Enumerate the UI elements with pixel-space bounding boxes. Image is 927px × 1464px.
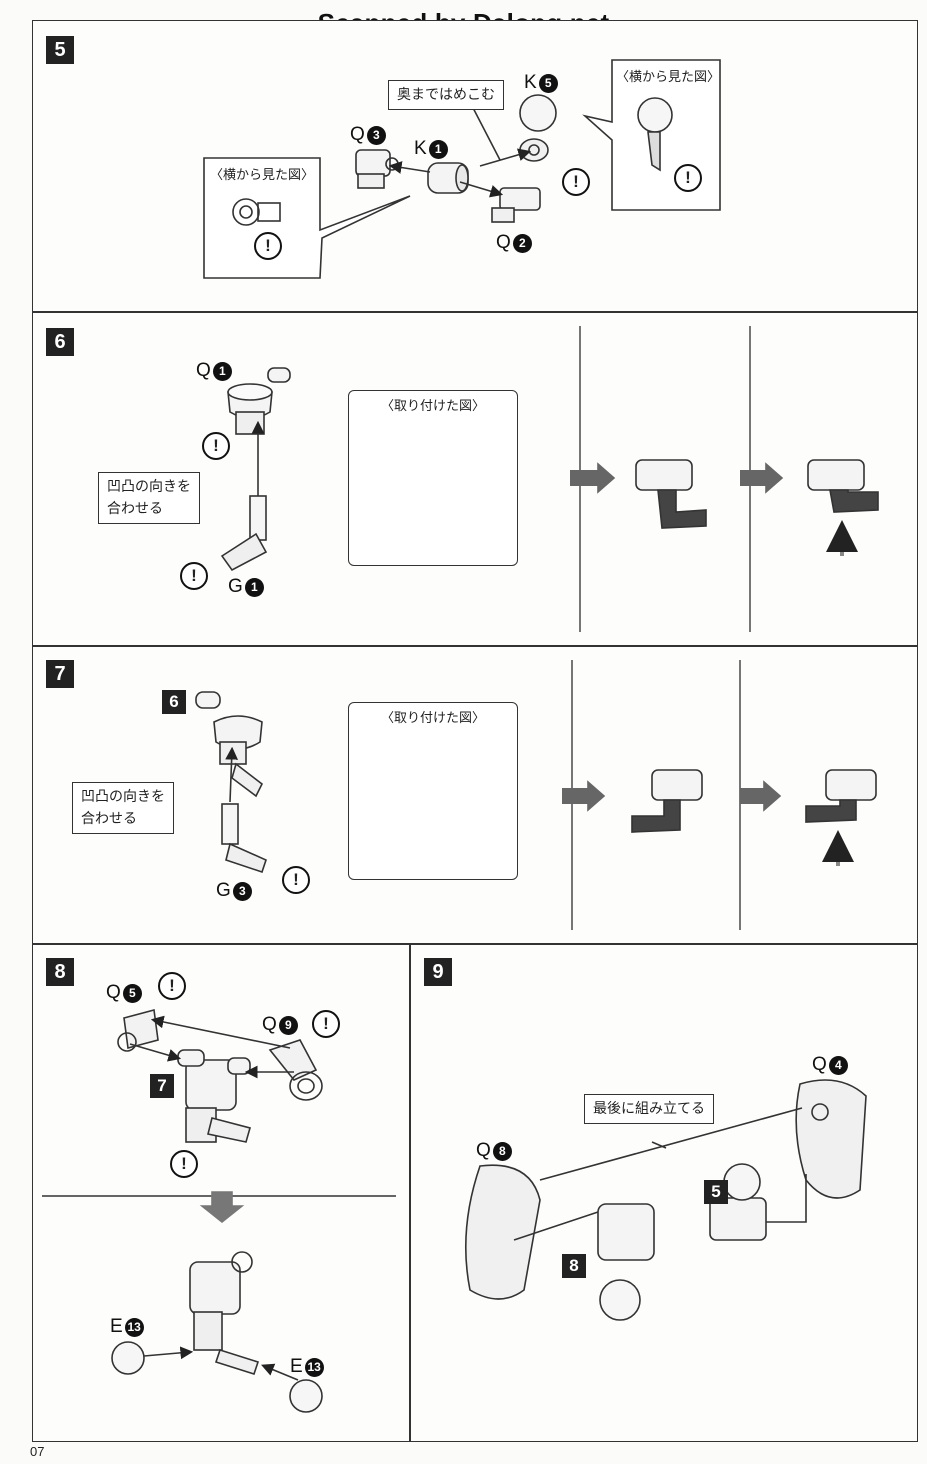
side-view-right-title: 〈横から見た図〉 xyxy=(616,70,721,85)
warning-icon: ! xyxy=(282,866,310,894)
step-9-number: 9 xyxy=(424,958,452,986)
callout-push-fully: 奥まではめこむ xyxy=(388,80,504,110)
warning-icon: ! xyxy=(170,1150,198,1178)
attached-view-title: 〈取り付けた図〉 xyxy=(380,711,485,726)
warning-icon: ! xyxy=(202,432,230,460)
step-6-number: 6 xyxy=(46,328,74,356)
warning-icon: ! xyxy=(674,164,702,192)
warning-icon: ! xyxy=(180,562,208,590)
ref-step-6: 6 xyxy=(162,690,186,714)
warning-icon: ! xyxy=(312,1010,340,1038)
step-8-number: 8 xyxy=(46,958,74,986)
warning-icon: ! xyxy=(254,232,282,260)
side-view-left-title: 〈横から見た図〉 xyxy=(210,168,315,183)
ref-step-8: 8 xyxy=(562,1254,586,1278)
ref-step-5: 5 xyxy=(704,1180,728,1204)
step-5-frame xyxy=(32,20,918,312)
attached-view-box: 〈取り付けた図〉 xyxy=(348,390,518,566)
warning-icon: ! xyxy=(562,168,590,196)
callout-align-notches: 凹凸の向きを合わせる xyxy=(72,782,174,834)
callout-assemble-last: 最後に組み立てる xyxy=(584,1094,714,1124)
callout-align-notches: 凹凸の向きを合わせる xyxy=(98,472,200,524)
ref-step-7: 7 xyxy=(150,1074,174,1098)
warning-icon: ! xyxy=(158,972,186,1000)
step-7-number: 7 xyxy=(46,660,74,688)
step-5-number: 5 xyxy=(46,36,74,64)
page-number: 07 xyxy=(30,1444,45,1459)
step8-parts xyxy=(42,1008,396,1413)
attached-view-title: 〈取り付けた図〉 xyxy=(380,399,485,414)
step9-parts xyxy=(464,1079,867,1321)
step5-parts xyxy=(355,94,557,223)
attached-view-box: 〈取り付けた図〉 xyxy=(348,702,518,880)
